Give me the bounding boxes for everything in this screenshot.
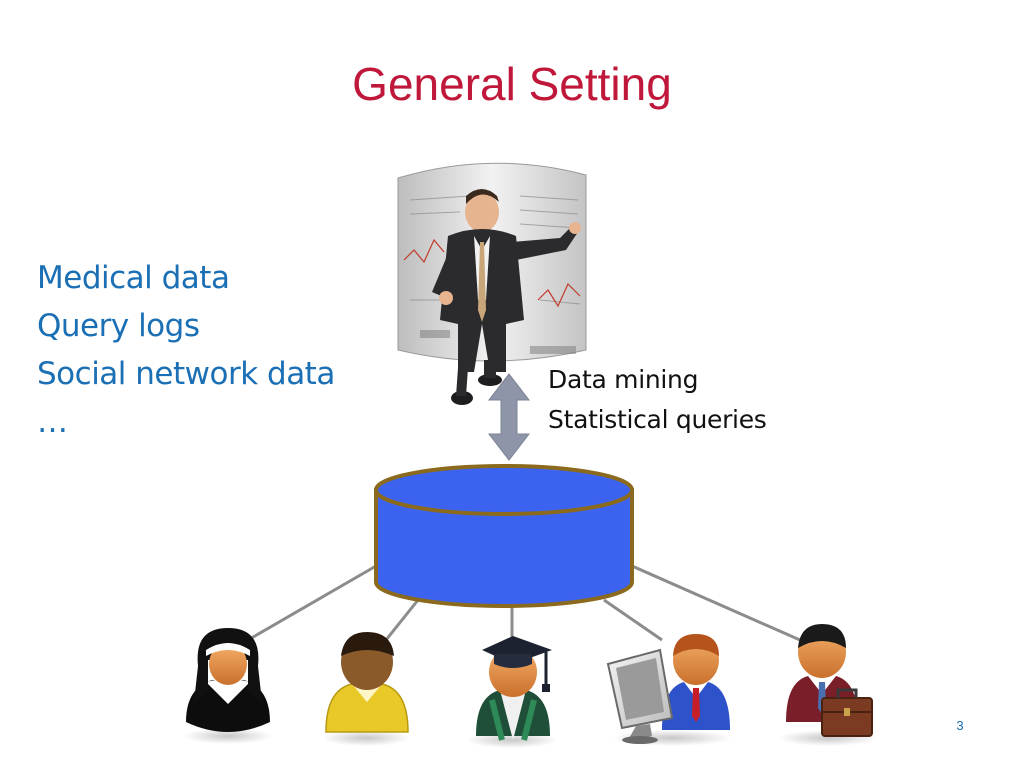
list-item: Data mining — [548, 365, 699, 394]
list-item: … — [37, 404, 68, 440]
double-arrow-icon — [487, 373, 531, 461]
businessman-presenting-icon — [397, 162, 587, 405]
list-item: Medical data — [37, 260, 230, 296]
connector-line — [631, 564, 801, 642]
graduate-person-icon — [466, 636, 558, 748]
operations-list: Data mining Statistical queries — [548, 360, 767, 440]
connector-line — [603, 598, 663, 642]
list-item: Statistical queries — [548, 405, 767, 434]
list-item: Social network data — [37, 356, 335, 392]
connector-line — [380, 599, 420, 646]
list-item: Query logs — [37, 308, 200, 344]
connector-lines — [247, 564, 801, 646]
slide-title: General Setting — [352, 58, 672, 110]
computer-user-icon — [606, 634, 732, 746]
businessman-briefcase-icon — [778, 624, 878, 746]
page-number: 3 — [956, 718, 964, 733]
connector-line — [247, 564, 377, 642]
nun-person-icon — [184, 628, 272, 744]
database-cylinder-icon — [374, 464, 634, 608]
person-yellow-shirt-icon — [322, 632, 410, 746]
data-sources-list: Medical data Query logs Social network d… — [37, 254, 335, 446]
